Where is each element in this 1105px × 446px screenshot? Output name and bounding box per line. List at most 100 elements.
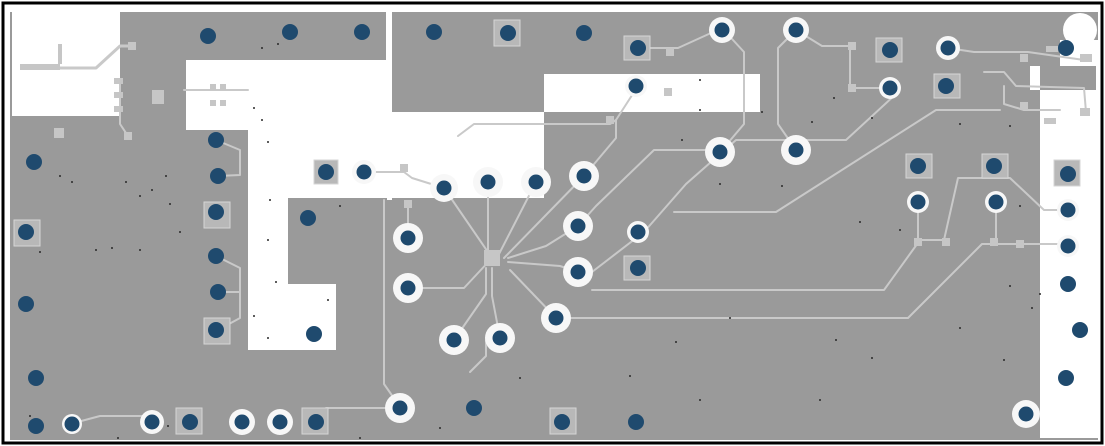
via-core bbox=[714, 22, 730, 38]
via-core bbox=[234, 414, 250, 430]
stitch-dot-14 bbox=[253, 107, 255, 109]
via-core bbox=[492, 330, 508, 346]
via-core bbox=[354, 24, 370, 40]
pad-32 bbox=[393, 223, 423, 253]
stitch-dot-55 bbox=[1039, 293, 1041, 295]
stitch-dot-28 bbox=[833, 97, 835, 99]
stitch-dot-33 bbox=[719, 183, 721, 185]
pad-62 bbox=[385, 393, 415, 423]
via-core bbox=[1058, 40, 1074, 56]
via-core bbox=[28, 370, 44, 386]
stitch-dot-5 bbox=[139, 195, 141, 197]
via-core bbox=[940, 40, 956, 56]
pad-55 bbox=[1012, 400, 1040, 428]
pad-27 bbox=[352, 160, 376, 184]
via-core bbox=[446, 332, 462, 348]
via-core bbox=[630, 224, 646, 240]
copper-pour-group bbox=[10, 12, 1098, 440]
via-core bbox=[882, 80, 898, 96]
via-core bbox=[208, 204, 224, 220]
pad-19 bbox=[210, 284, 226, 300]
via-core bbox=[466, 400, 482, 416]
via-core bbox=[200, 28, 216, 44]
stitch-dot-40 bbox=[871, 357, 873, 359]
stitch-dot-24 bbox=[699, 79, 701, 81]
pad-61 bbox=[308, 414, 324, 430]
via-core bbox=[1060, 166, 1076, 182]
stitch-dot-35 bbox=[859, 221, 861, 223]
stitch-dot-43 bbox=[1031, 307, 1033, 309]
stitch-dot-50 bbox=[359, 437, 361, 439]
stitch-dot-22 bbox=[327, 299, 329, 301]
via-core bbox=[144, 414, 160, 430]
pad-14 bbox=[938, 78, 954, 94]
pad-4 bbox=[500, 25, 516, 41]
via-core bbox=[882, 42, 898, 58]
stitch-dot-26 bbox=[761, 111, 763, 113]
pad-8 bbox=[936, 36, 960, 60]
stitch-dot-45 bbox=[819, 399, 821, 401]
pad-41 bbox=[300, 210, 316, 226]
via-core bbox=[1060, 202, 1076, 218]
pad-0 bbox=[200, 28, 216, 44]
stitch-dot-9 bbox=[39, 251, 41, 253]
pad-2 bbox=[354, 24, 370, 40]
via-core bbox=[18, 224, 34, 240]
stitch-dot-34 bbox=[781, 185, 783, 187]
via-core bbox=[1058, 370, 1074, 386]
pad-20 bbox=[208, 322, 224, 338]
pad-5 bbox=[576, 25, 592, 41]
via-core bbox=[64, 416, 80, 432]
pad-9 bbox=[1058, 40, 1074, 56]
smd-pad-group bbox=[20, 42, 1092, 266]
via-core bbox=[630, 40, 646, 56]
via-core bbox=[426, 24, 442, 40]
stitch-dot-17 bbox=[269, 199, 271, 201]
stitch-dot-6 bbox=[151, 189, 153, 191]
via-core bbox=[356, 164, 372, 180]
pad-28 bbox=[430, 174, 458, 202]
pad-1 bbox=[282, 24, 298, 40]
pad-47 bbox=[907, 191, 929, 213]
pad-12 bbox=[625, 75, 647, 97]
pad-43 bbox=[439, 325, 469, 355]
via-core bbox=[910, 158, 926, 174]
stitch-dot-12 bbox=[139, 249, 141, 251]
stitching-dot-group bbox=[29, 43, 1041, 439]
via-core bbox=[282, 24, 298, 40]
stitch-dot-7 bbox=[165, 175, 167, 177]
stitch-dot-1 bbox=[277, 43, 279, 45]
via-core bbox=[436, 180, 452, 196]
pad-50 bbox=[1057, 199, 1079, 221]
via-core bbox=[26, 154, 42, 170]
stitch-dot-38 bbox=[729, 317, 731, 319]
pad-52 bbox=[1060, 276, 1076, 292]
via-core bbox=[392, 400, 408, 416]
via-core bbox=[570, 218, 586, 234]
pad-13 bbox=[879, 77, 901, 99]
via-core bbox=[480, 174, 496, 190]
via-core bbox=[788, 142, 804, 158]
stitch-dot-8 bbox=[169, 203, 171, 205]
via-core bbox=[18, 296, 34, 312]
pad-56 bbox=[62, 414, 82, 434]
pad-7 bbox=[783, 17, 809, 43]
stitch-dot-51 bbox=[117, 437, 119, 439]
stitch-dot-3 bbox=[71, 181, 73, 183]
pad-65 bbox=[628, 414, 644, 430]
via-core bbox=[988, 194, 1004, 210]
stitch-dot-53 bbox=[29, 415, 31, 417]
stitch-dot-19 bbox=[275, 281, 277, 283]
via-core bbox=[712, 144, 728, 160]
via-core bbox=[548, 310, 564, 326]
pad-23 bbox=[18, 296, 34, 312]
via-core bbox=[570, 264, 586, 280]
stitch-dot-29 bbox=[871, 117, 873, 119]
via-core bbox=[210, 284, 226, 300]
via-core bbox=[1072, 322, 1088, 338]
pad-30 bbox=[521, 167, 551, 197]
stitch-dot-49 bbox=[439, 427, 441, 429]
pad-64 bbox=[554, 414, 570, 430]
pad-33 bbox=[393, 273, 423, 303]
